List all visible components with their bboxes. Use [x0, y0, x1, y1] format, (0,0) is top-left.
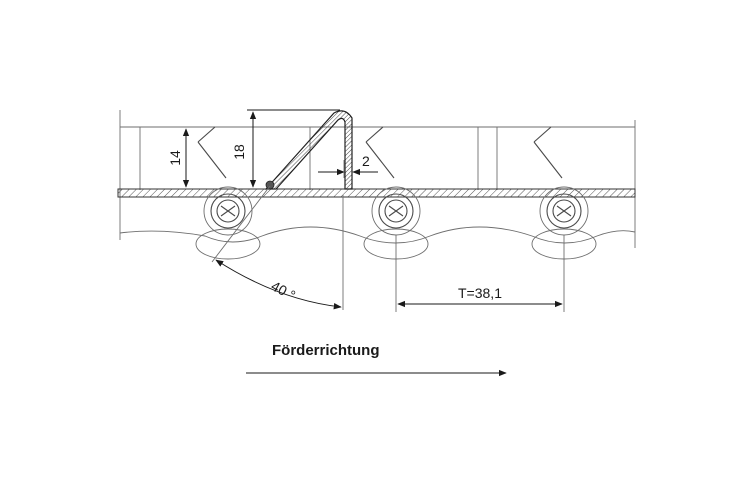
carrier-finger: [264, 110, 353, 190]
label-direction: Förderrichtung: [272, 342, 380, 359]
dimension-18: 18: [231, 109, 340, 188]
label-angle-40: 40 °: [269, 278, 299, 304]
label-height-18: 18: [231, 144, 247, 160]
label-pitch: T=38,1: [458, 285, 502, 301]
label-height-14: 14: [167, 150, 183, 166]
dimension-pitch: T=38,1: [395, 235, 565, 312]
dimension-angle-40: 40 °: [211, 185, 344, 310]
conveying-direction: Förderrichtung: [246, 342, 507, 377]
dimension-14: 14: [167, 128, 190, 188]
weld-dot: [265, 180, 275, 190]
chain-body: [119, 110, 636, 248]
roller-left: [195, 186, 261, 260]
dimension-2: 2: [318, 153, 378, 178]
label-thickness-2: 2: [362, 153, 370, 169]
